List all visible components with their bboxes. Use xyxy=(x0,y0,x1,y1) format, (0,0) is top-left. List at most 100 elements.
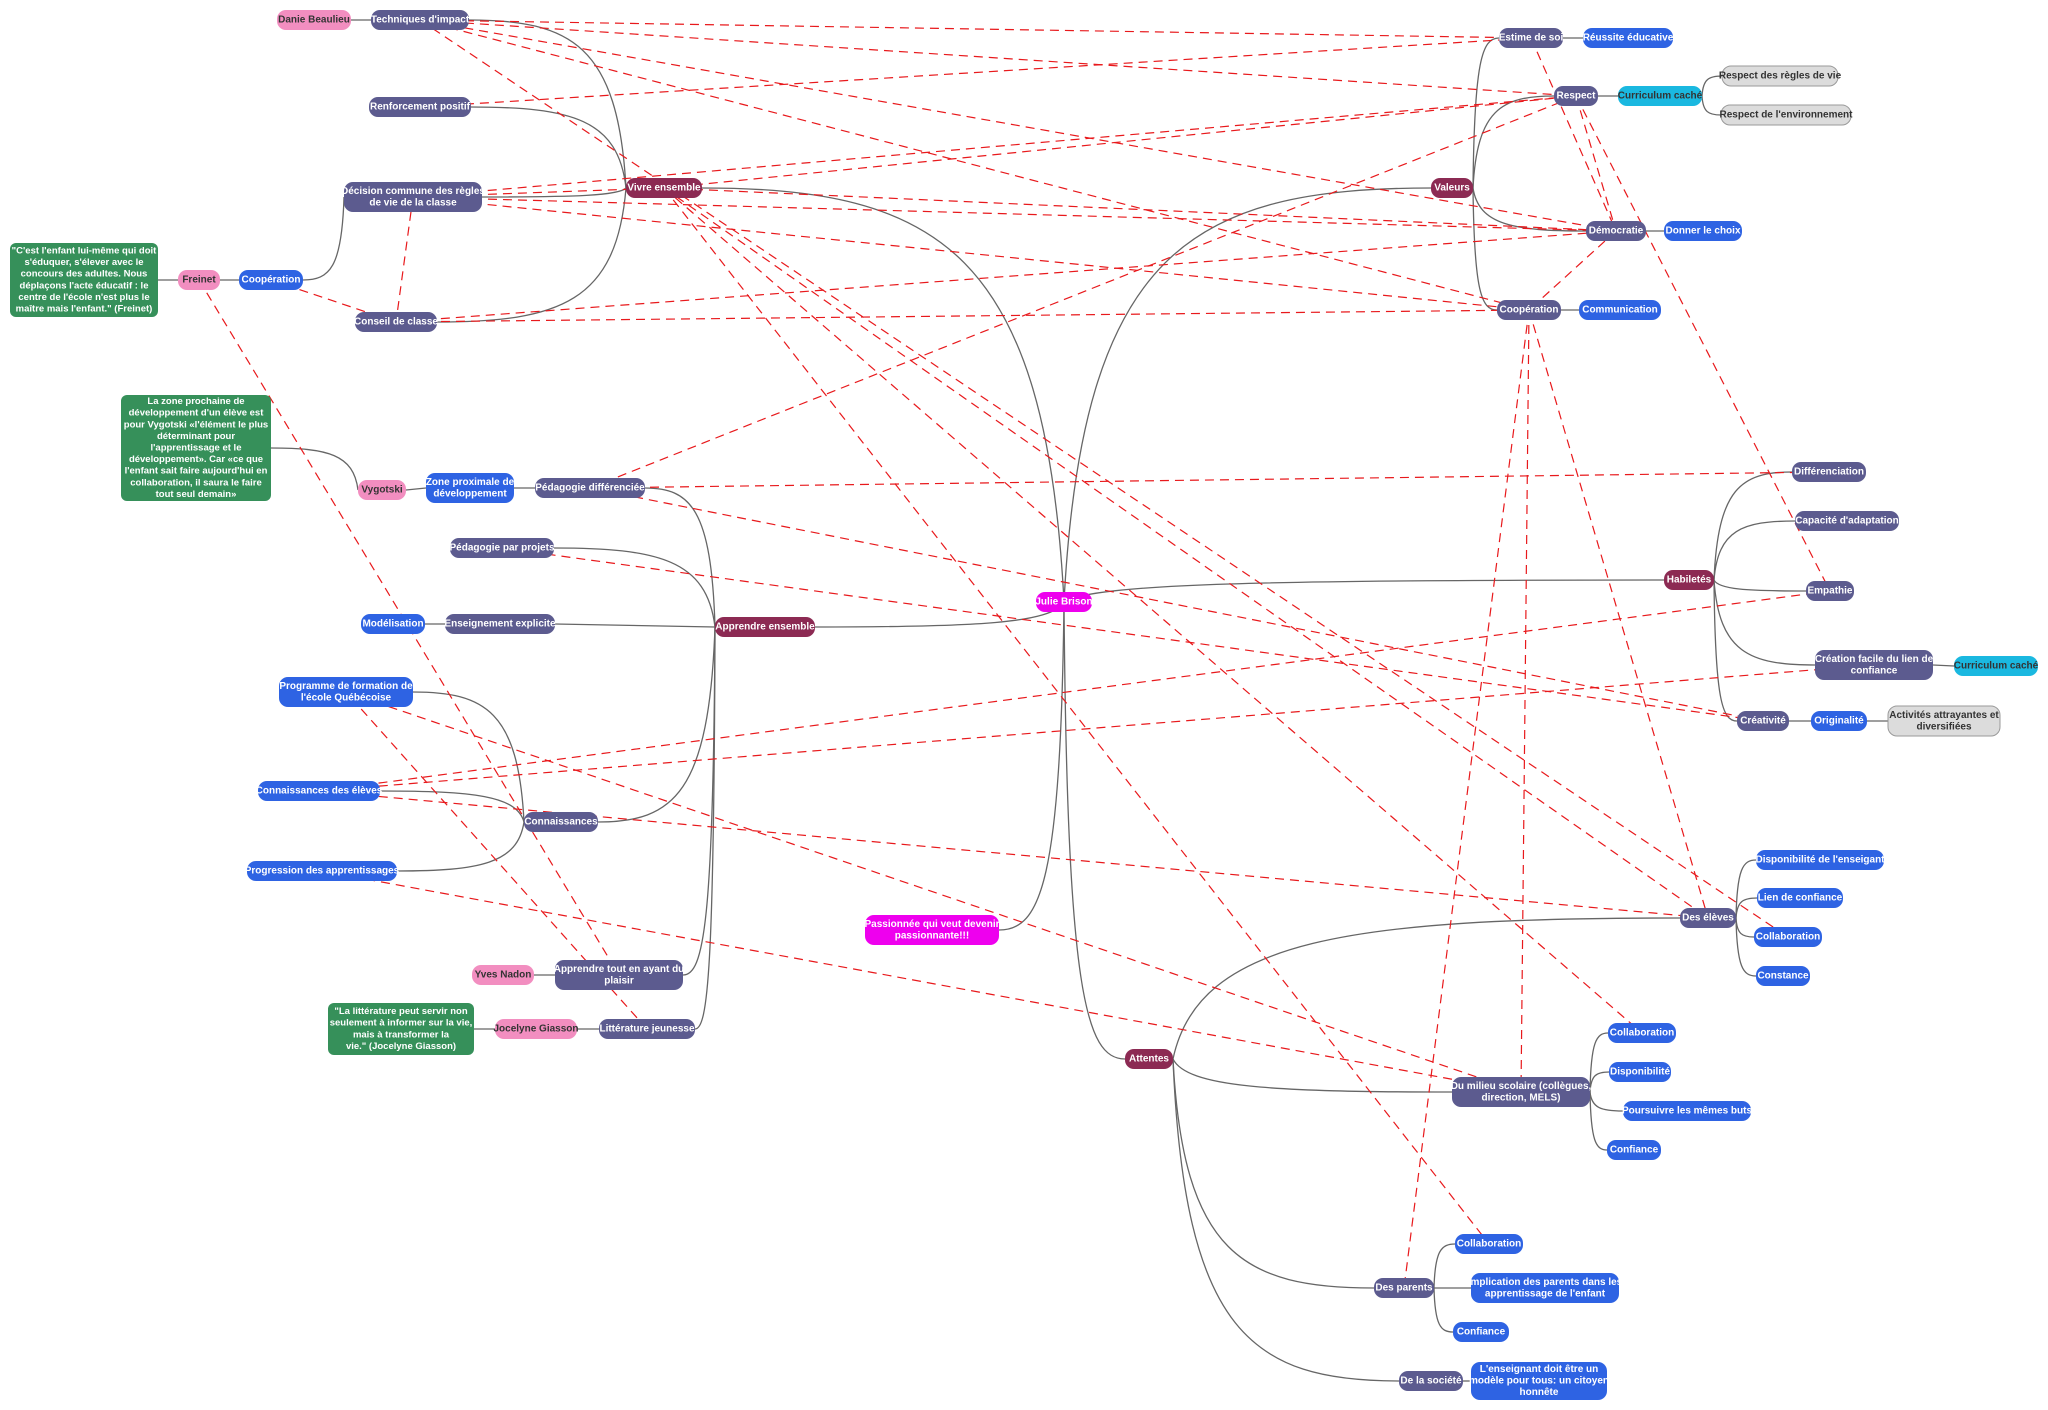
node-attentes[interactable]: Attentes xyxy=(1125,1049,1173,1069)
relationship-line-connaissances_eleves-eleves xyxy=(318,790,1709,919)
node-habiletes[interactable]: Habiletés xyxy=(1664,570,1714,590)
node-label-creation: Création facile du lien de xyxy=(1815,654,1934,665)
node-shape-poursuivre xyxy=(1623,1101,1751,1121)
node-societe[interactable]: De la société xyxy=(1399,1371,1463,1391)
node-originalite[interactable]: Originalité xyxy=(1811,711,1867,731)
node-poursuivre[interactable]: Poursuivre les mêmes buts xyxy=(1622,1101,1752,1121)
node-label-decision: de vie de la classe xyxy=(369,197,457,208)
branch-line-eleves-collab_e xyxy=(1735,917,1755,938)
node-freinet[interactable]: Freinet xyxy=(178,270,220,290)
node-empathie[interactable]: Empathie xyxy=(1806,581,1854,601)
node-vivre[interactable]: Vivre ensemble xyxy=(626,178,702,198)
node-techniques[interactable]: Techniques d'impact xyxy=(371,10,470,30)
node-curriculum1[interactable]: Curriculum caché xyxy=(1618,86,1703,106)
relationship-line-conseil-coop_right xyxy=(395,309,1530,323)
branch-line-eleves-constance xyxy=(1735,917,1757,977)
node-label-collab_e: Collaboration xyxy=(1756,932,1820,943)
branch-line-center-valeurs xyxy=(1063,187,1432,603)
node-label-milieu: Du milieu scolaire (collègues, xyxy=(1451,1081,1592,1092)
node-label-dispo_ens: Disponibilité de l'enseigant xyxy=(1755,855,1885,866)
node-shape-reussite xyxy=(1583,28,1673,48)
node-center[interactable]: Julie Brison xyxy=(1035,592,1093,612)
node-vygotski[interactable]: Vygotski xyxy=(358,480,406,500)
node-label-freinet_quote: "C'est l'enfant lui-même qui doit xyxy=(12,246,158,257)
node-giasson_quote[interactable]: "La littérature peut servir nonseulement… xyxy=(328,1003,474,1055)
node-respect[interactable]: Respect xyxy=(1554,86,1598,106)
node-collab_m[interactable]: Collaboration xyxy=(1608,1023,1676,1043)
node-danie[interactable]: Danie Beaulieu xyxy=(277,10,351,30)
node-renforcement[interactable]: Renforcement positif xyxy=(369,97,471,117)
node-label-freinet_quote: déplaçons l'acte éducatif : le xyxy=(20,280,149,291)
node-confiance_m[interactable]: Confiance xyxy=(1607,1140,1661,1160)
node-regles[interactable]: Respect des règles de vie xyxy=(1719,65,1842,87)
node-label-programme: l'école Québécoise xyxy=(301,692,392,703)
node-eleves[interactable]: Des élèves xyxy=(1680,908,1736,928)
relationship-line-peda_diff-creativite xyxy=(589,487,1764,722)
node-constance[interactable]: Constance xyxy=(1756,966,1810,986)
branch-line-creation-curriculum2 xyxy=(1932,664,1955,667)
node-shape-constance xyxy=(1756,966,1810,986)
node-connaissances[interactable]: Connaissances xyxy=(524,812,598,832)
node-apprendre[interactable]: Apprendre ensemble xyxy=(715,617,815,637)
node-ens_explicite[interactable]: Enseignement explicite xyxy=(444,614,556,634)
node-coop_right[interactable]: Coopération xyxy=(1497,300,1561,320)
node-curriculum2[interactable]: Curriculum caché xyxy=(1954,656,2039,676)
node-collab_e[interactable]: Collaboration xyxy=(1754,927,1822,947)
node-estime[interactable]: Estime de soi xyxy=(1499,28,1564,48)
node-communication[interactable]: Communication xyxy=(1579,300,1661,320)
node-reussite[interactable]: Réussite éducative xyxy=(1583,28,1674,48)
node-democratie[interactable]: Démocratie xyxy=(1586,221,1646,241)
node-shape-danie xyxy=(277,10,351,30)
node-freinet_quote[interactable]: "C'est l'enfant lui-même qui doits'éduqu… xyxy=(10,243,158,317)
branch-line-attentes-societe xyxy=(1172,1058,1400,1382)
node-label-peda_diff: Pédagogie différenciée xyxy=(535,483,645,494)
node-environnement[interactable]: Respect de l'environnement xyxy=(1720,104,1854,126)
node-dispo_m[interactable]: Disponibilité xyxy=(1609,1062,1671,1082)
node-implication[interactable]: Implication des parents dans lesapprenti… xyxy=(1468,1273,1623,1303)
relationship-line-peda_projets-creativite xyxy=(501,547,1764,722)
node-passion[interactable]: Passionnée qui veut devenirpassionnante!… xyxy=(864,915,1000,945)
node-label-constance: Constance xyxy=(1757,971,1809,982)
node-label-empathie: Empathie xyxy=(1807,586,1852,597)
relationship-line-conseil-democratie xyxy=(395,230,1617,323)
node-adaptation[interactable]: Capacité d'adaptation xyxy=(1795,511,1899,531)
node-litterature[interactable]: Littérature jeunesse xyxy=(599,1019,695,1039)
node-yves[interactable]: Yves Nadon xyxy=(472,965,534,985)
node-conseil[interactable]: Conseil de classe xyxy=(354,312,438,332)
node-modelisation[interactable]: Modélisation xyxy=(361,614,425,634)
node-label-implication: Implication des parents dans les xyxy=(1468,1277,1623,1288)
node-peda_diff[interactable]: Pédagogie différenciée xyxy=(535,478,645,498)
node-creativite[interactable]: Créativité xyxy=(1737,711,1789,731)
node-shape-peda_projets xyxy=(450,538,554,558)
relationship-line-progression-milieu xyxy=(321,870,1522,1093)
node-progression[interactable]: Progression des apprentissages xyxy=(245,861,400,881)
node-shape-decision xyxy=(344,182,482,212)
node-lien_conf[interactable]: Lien de confiance xyxy=(1757,888,1843,908)
node-label-progression: Progression des apprentissages xyxy=(245,866,400,877)
node-milieu[interactable]: Du milieu scolaire (collègues,direction,… xyxy=(1451,1077,1592,1107)
relationship-line-coop_right-milieu xyxy=(1520,309,1530,1093)
node-label-connaissances_eleves: Connaissances des élèves xyxy=(256,786,383,797)
node-shape-vygotski xyxy=(358,480,406,500)
node-confiance_p[interactable]: Confiance xyxy=(1453,1322,1509,1342)
node-coop_left[interactable]: Coopération xyxy=(239,270,303,290)
node-programme[interactable]: Programme de formation del'école Québéco… xyxy=(279,677,413,707)
node-dispo_ens[interactable]: Disponibilité de l'enseigant xyxy=(1755,850,1885,870)
node-shape-attentes xyxy=(1125,1049,1173,1069)
node-jocelyne[interactable]: Jocelyne Giasson xyxy=(493,1019,579,1039)
node-differenciation[interactable]: Différenciation xyxy=(1792,462,1866,482)
node-valeurs[interactable]: Valeurs xyxy=(1431,178,1473,198)
node-peda_projets[interactable]: Pédagogie par projets xyxy=(449,538,555,558)
node-connaissances_eleves[interactable]: Connaissances des élèves xyxy=(256,781,383,801)
node-collab_p[interactable]: Collaboration xyxy=(1455,1234,1523,1254)
branch-line-valeurs-democratie xyxy=(1472,187,1587,232)
node-parents[interactable]: Des parents xyxy=(1374,1278,1434,1298)
node-choix[interactable]: Donner le choix xyxy=(1664,221,1742,241)
